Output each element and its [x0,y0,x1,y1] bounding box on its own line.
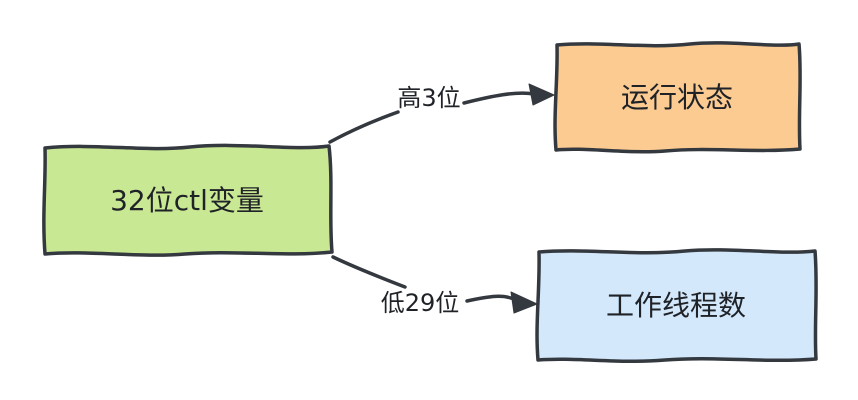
node-ctl-variable-label: 32位ctl变量 [110,184,264,217]
node-ctl-variable-shape [42,143,334,257]
node-worker-thread-count-shape [535,248,818,364]
edge-high-3-bits: 高3位 [328,83,555,144]
edge-high-3-bits-line-start [328,110,400,144]
arrowhead-icon [528,83,555,106]
node-running-state-shape [553,41,802,154]
edge-high-3-bits-label: 高3位 [397,84,460,112]
node-running-state-label: 运行状态 [621,81,733,114]
edge-low-29-bits-line-start [331,255,407,289]
edge-low-29-bits: 低29位 [331,255,538,317]
node-worker-thread-count-label: 工作线程数 [606,289,746,322]
arrowhead-icon [510,291,538,314]
edge-low-29-bits-label: 低29位 [381,289,460,317]
edge-low-29-bits-line-end [465,294,518,303]
node-ctl-variable: 32位ctl变量 [42,143,334,257]
edge-high-3-bits-line-end [462,91,536,105]
node-running-state: 运行状态 [553,41,802,154]
node-worker-thread-count: 工作线程数 [535,248,818,364]
